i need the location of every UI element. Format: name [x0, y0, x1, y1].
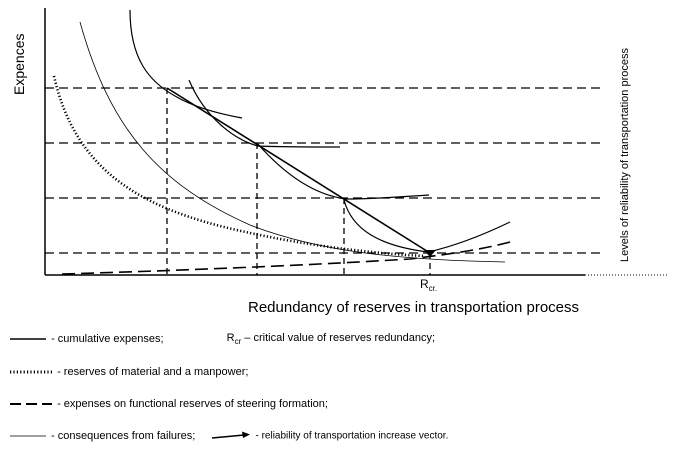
right-axis-label: Levels of reliability of transportation … — [619, 48, 631, 262]
critical-marker: Rcr. — [420, 250, 437, 293]
legend-vector-text: - reliability of transportation increase… — [255, 430, 449, 442]
legend-cumulative-text: - cumulative expenses; — [51, 333, 164, 346]
legend-row-3: - expenses on functional reserves of ste… — [8, 398, 328, 414]
legend-consequences-text: - consequences from failures; — [51, 430, 196, 443]
legend-vector-arrow-icon — [212, 431, 251, 439]
legend-row-2: - reserves of material and a manpower; — [8, 366, 248, 382]
cumulative-curve-3 — [256, 142, 430, 200]
legend-thin-line — [10, 435, 46, 437]
legend-critical-text: Rcr – critical value of reserves redunda… — [226, 332, 436, 347]
reserves-curve — [52, 75, 426, 258]
legend-row-4: - consequences from failures; - reliabil… — [8, 430, 448, 446]
legend-functional-text: - expenses on functional reserves of ste… — [57, 398, 328, 411]
y-axis-label: Expences — [11, 34, 27, 95]
consequences-curve — [79, 21, 506, 263]
legend-reserves-text: - reserves of material and a manpower; — [57, 366, 249, 379]
legend-solid-line — [10, 338, 46, 340]
vertical-projections — [166, 88, 431, 275]
critical-marker-label: Rcr. — [420, 277, 437, 293]
cumulative-curve-main — [129, 9, 243, 119]
functional-reserves-curve — [61, 240, 515, 275]
reliability-vector-line — [166, 87, 431, 254]
redundancy-diagram: Rcr. Expences Redundancy of reserves in … — [11, 8, 668, 316]
reliability-levels — [45, 87, 605, 254]
legend-row-1: - cumulative expenses; Rcr – critical va… — [8, 332, 435, 348]
critical-marker-arrow — [424, 250, 436, 257]
x-axis-label: Redundancy of reserves in transportation… — [248, 299, 579, 316]
cumulative-curve-2 — [188, 79, 341, 148]
cumulative-curve-4 — [343, 199, 511, 253]
legend-dotted-line — [10, 370, 52, 374]
legend-dashed-line — [10, 403, 52, 406]
